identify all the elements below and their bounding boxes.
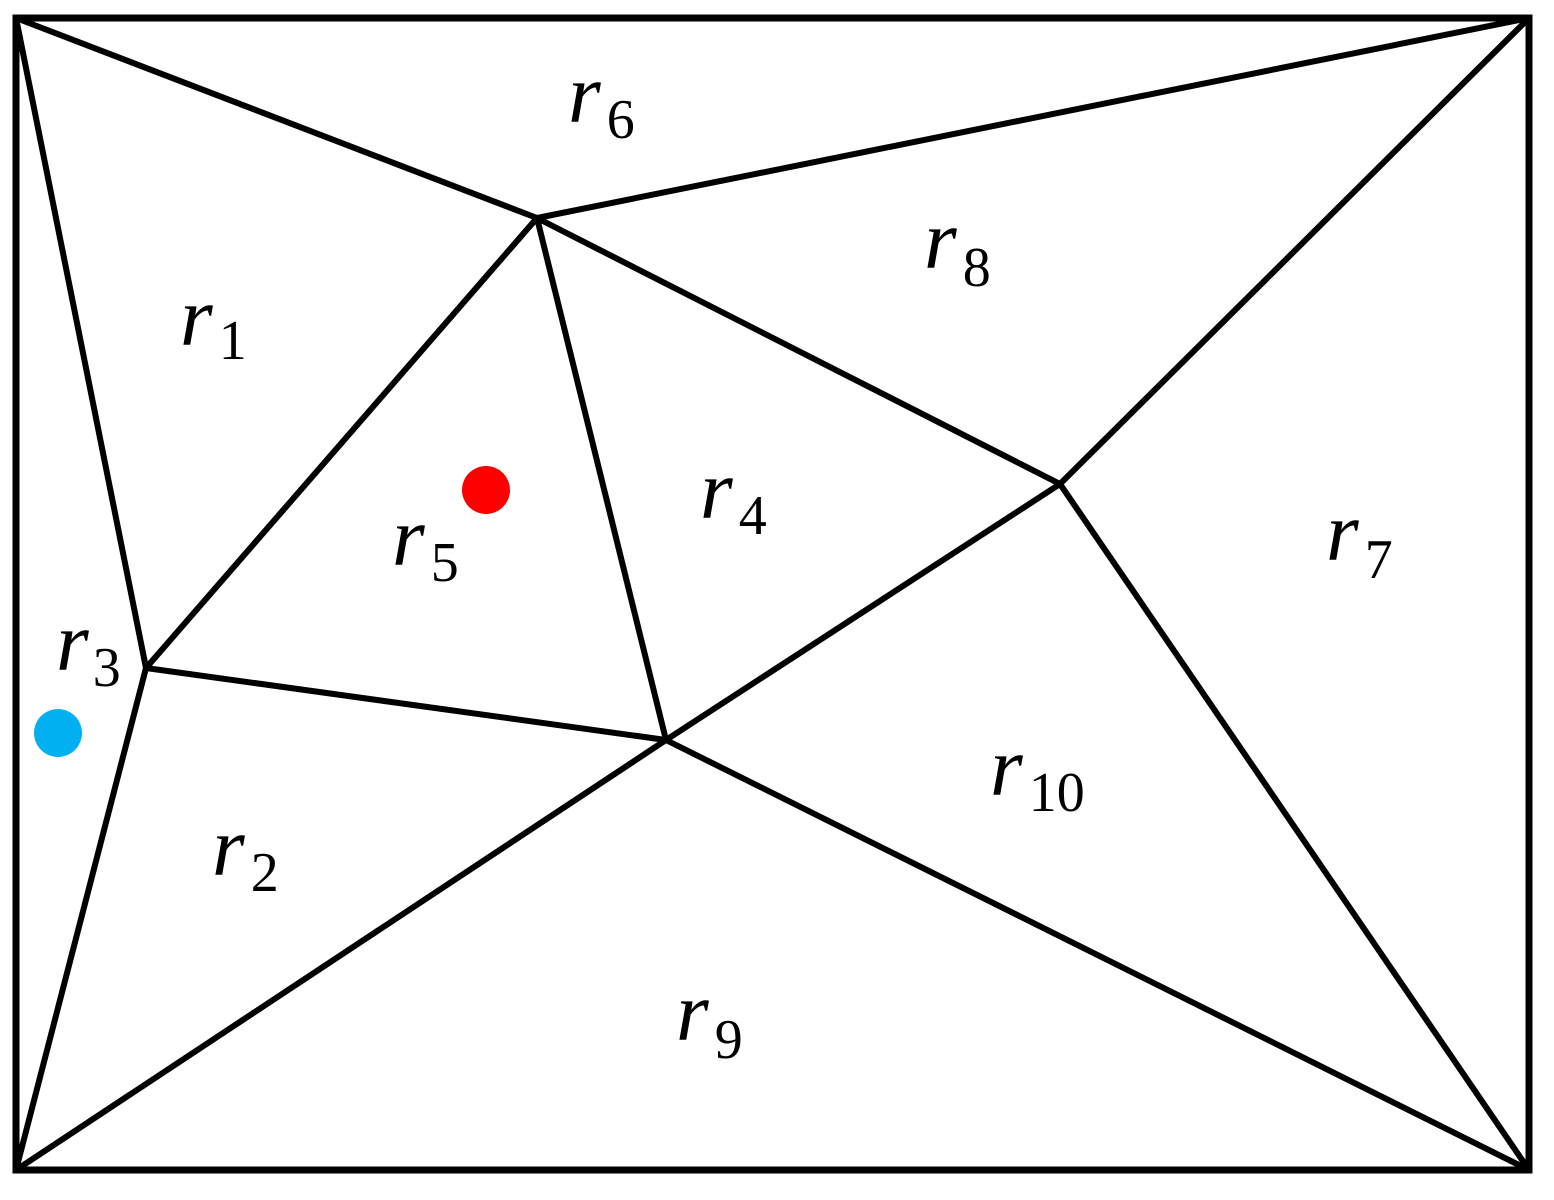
region-subscript: 10 xyxy=(1029,762,1085,824)
edge xyxy=(534,215,669,743)
region-letter: r xyxy=(568,48,601,141)
edge xyxy=(534,215,1063,487)
region-subscript: 4 xyxy=(739,485,767,547)
region-subscript: 6 xyxy=(607,89,635,151)
region-subscript: 8 xyxy=(963,237,991,299)
region-label-r3: r3 xyxy=(56,596,121,699)
edge xyxy=(143,215,540,671)
blue-point xyxy=(34,709,82,757)
region-subscript: 9 xyxy=(715,1009,743,1071)
partition-edges xyxy=(13,15,1532,1173)
edge xyxy=(13,15,149,671)
region-subscript: 1 xyxy=(219,310,247,372)
edge xyxy=(143,665,669,743)
region-letter: r xyxy=(1326,486,1359,579)
region-letter: r xyxy=(990,721,1023,814)
region-letter: r xyxy=(56,596,89,689)
red-point xyxy=(462,466,510,514)
region-letter: r xyxy=(212,801,245,894)
region-subscript: 3 xyxy=(93,637,121,699)
region-letter: r xyxy=(924,194,957,287)
region-letter: r xyxy=(676,966,709,1059)
edge xyxy=(13,15,540,221)
edge xyxy=(13,737,669,1173)
region-subscript: 5 xyxy=(431,532,459,594)
edge xyxy=(534,15,1532,221)
region-subscript: 7 xyxy=(1365,529,1393,591)
marked-points xyxy=(34,466,510,757)
outer-boundary xyxy=(12,14,1533,1174)
region-letter: r xyxy=(392,491,425,584)
region-subscript: 2 xyxy=(251,842,279,904)
edge xyxy=(1057,481,1532,1173)
region-letter: r xyxy=(700,444,733,537)
edge xyxy=(13,665,149,1173)
edge xyxy=(663,737,1532,1173)
edge xyxy=(1057,15,1532,487)
edge xyxy=(663,481,1063,743)
region-letter: r xyxy=(180,271,213,364)
